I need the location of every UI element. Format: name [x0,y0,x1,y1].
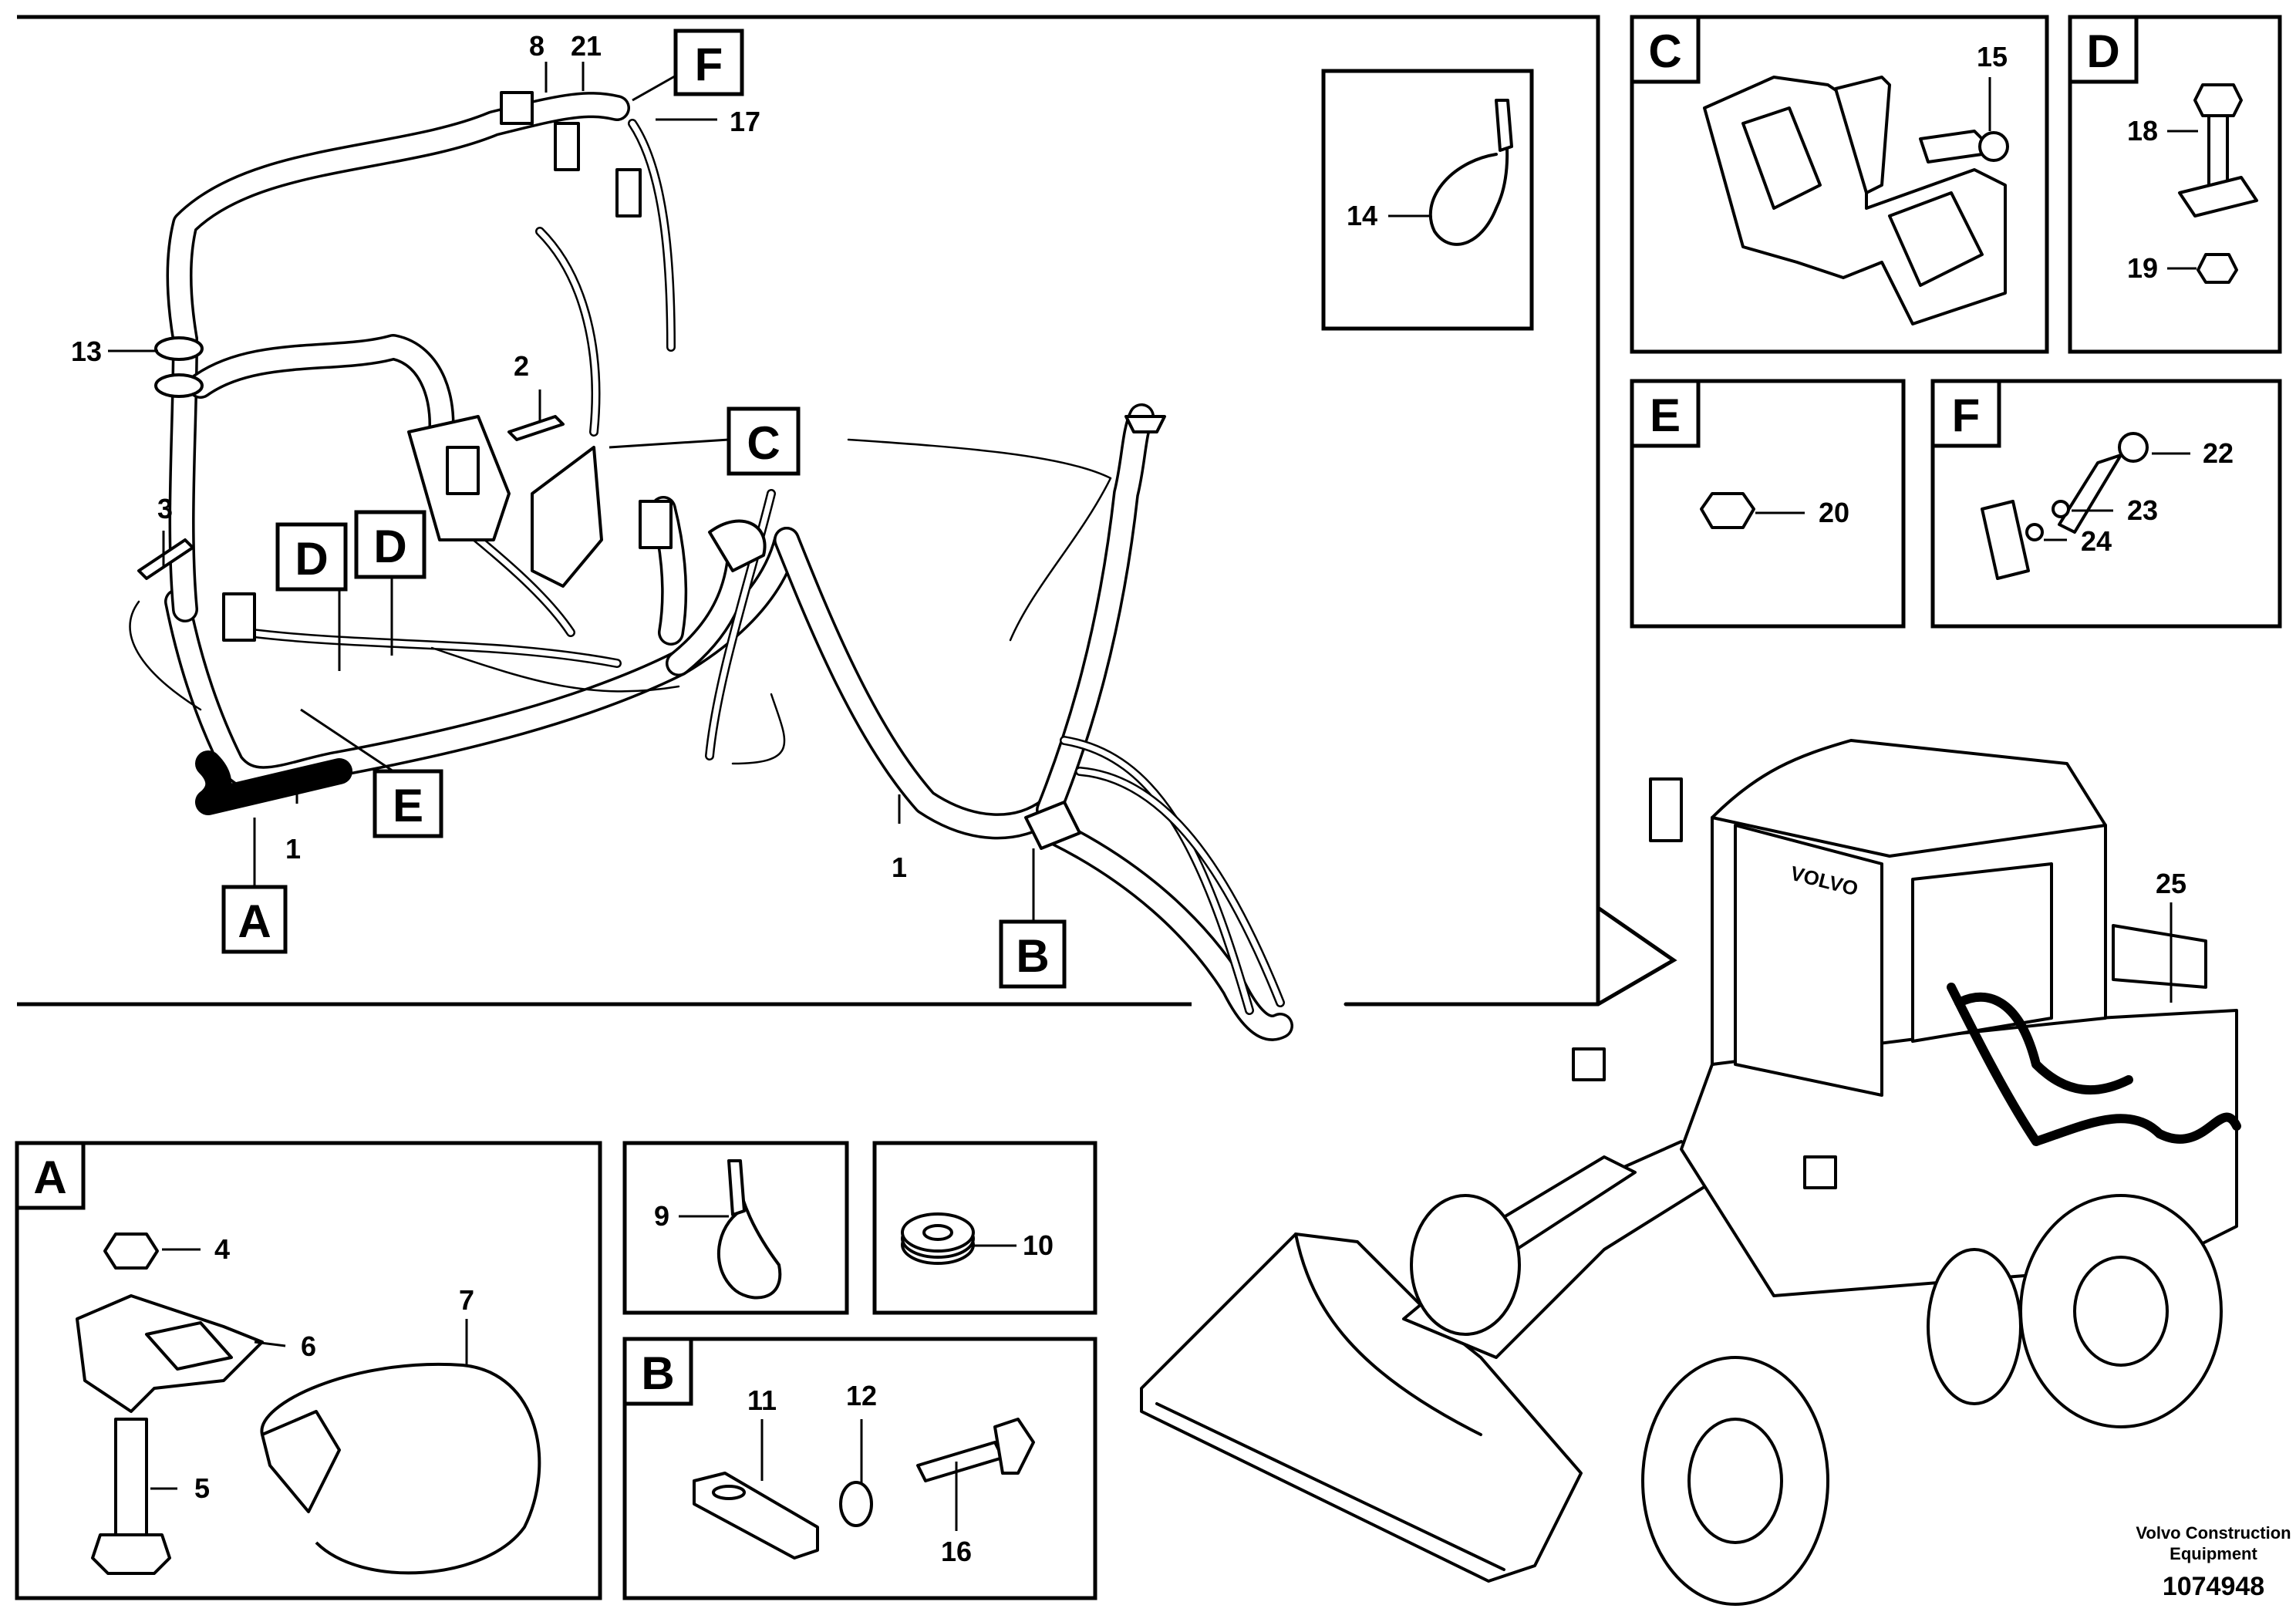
tag-box-f [673,29,744,96]
detail-c-panel: C 15 [1630,15,2049,354]
wire-harness-illustration [129,91,1293,1041]
detail-f-panel: F 22 23 24 [1930,379,2282,629]
section-tag-d-2: D [373,521,406,572]
tag-box-d-1 [275,522,348,592]
detail-d-panel: D 18 19 [2068,15,2282,354]
callout-24: 24 [2081,525,2112,557]
tag-box-b [999,919,1067,989]
detail-9-box: 9 [622,1141,849,1315]
tag-box-e [373,769,443,838]
callout-9: 9 [654,1200,669,1232]
detail-b-tag: B [641,1347,674,1399]
section-tag-d-1: D [295,533,328,585]
callout-7: 7 [459,1284,474,1316]
callout-2: 2 [514,350,529,382]
section-tag-b: B [1016,930,1049,982]
callout-16: 16 [941,1536,972,1567]
callout-18: 18 [2127,115,2158,147]
section-tag-c: C [747,417,780,469]
callout-6: 6 [301,1330,316,1362]
tag-box-c [727,406,801,476]
callout-12: 12 [846,1380,877,1411]
callout-13: 13 [71,336,102,367]
callout-15: 15 [1977,41,2008,73]
callout-17: 17 [730,106,760,137]
callout-8: 8 [529,30,544,62]
detail-f-tag: F [1952,389,1981,441]
detail-10-box: 10 [872,1141,1097,1315]
detail-14-box: 14 [1321,69,1534,331]
callout-11: 11 [747,1384,777,1416]
wheel-loader-illustration: VOLVO 25 [1140,739,2241,1606]
detail-b-panel: B 11 12 16 [622,1337,1097,1600]
detail-c-tag: C [1648,25,1681,77]
company-line-2: Equipment [2170,1544,2257,1563]
callout-4: 4 [214,1233,230,1265]
tag-box-a [221,885,288,954]
tag-box-d-2 [354,510,426,579]
callout-5: 5 [194,1472,210,1504]
section-tag-e: E [393,780,423,831]
detail-a-tag: A [33,1152,66,1203]
main-harness-panel [17,15,1677,1041]
callout-20: 20 [1819,497,1849,528]
detail-e-tag: E [1650,389,1681,441]
callout-14: 14 [1347,200,1377,231]
section-tag-a: A [238,895,271,947]
detail-a-panel: A 4 5 6 7 [15,1141,602,1600]
drawing-number: 1074948 [2163,1572,2264,1601]
callout-1-left: 1 [285,833,301,865]
detail-e-panel: E 20 [1630,379,1906,629]
callout-3: 3 [157,493,173,524]
callout-19: 19 [2127,252,2158,284]
callout-10: 10 [1023,1229,1054,1261]
section-tag-f: F [695,39,723,90]
callout-21: 21 [571,30,602,62]
callout-1-right: 1 [892,851,907,883]
callout-23: 23 [2127,494,2158,526]
callout-22: 22 [2203,437,2234,469]
company-line-1: Volvo Construction [2136,1523,2291,1543]
callout-25: 25 [2156,868,2186,899]
detail-d-tag: D [2086,25,2119,77]
